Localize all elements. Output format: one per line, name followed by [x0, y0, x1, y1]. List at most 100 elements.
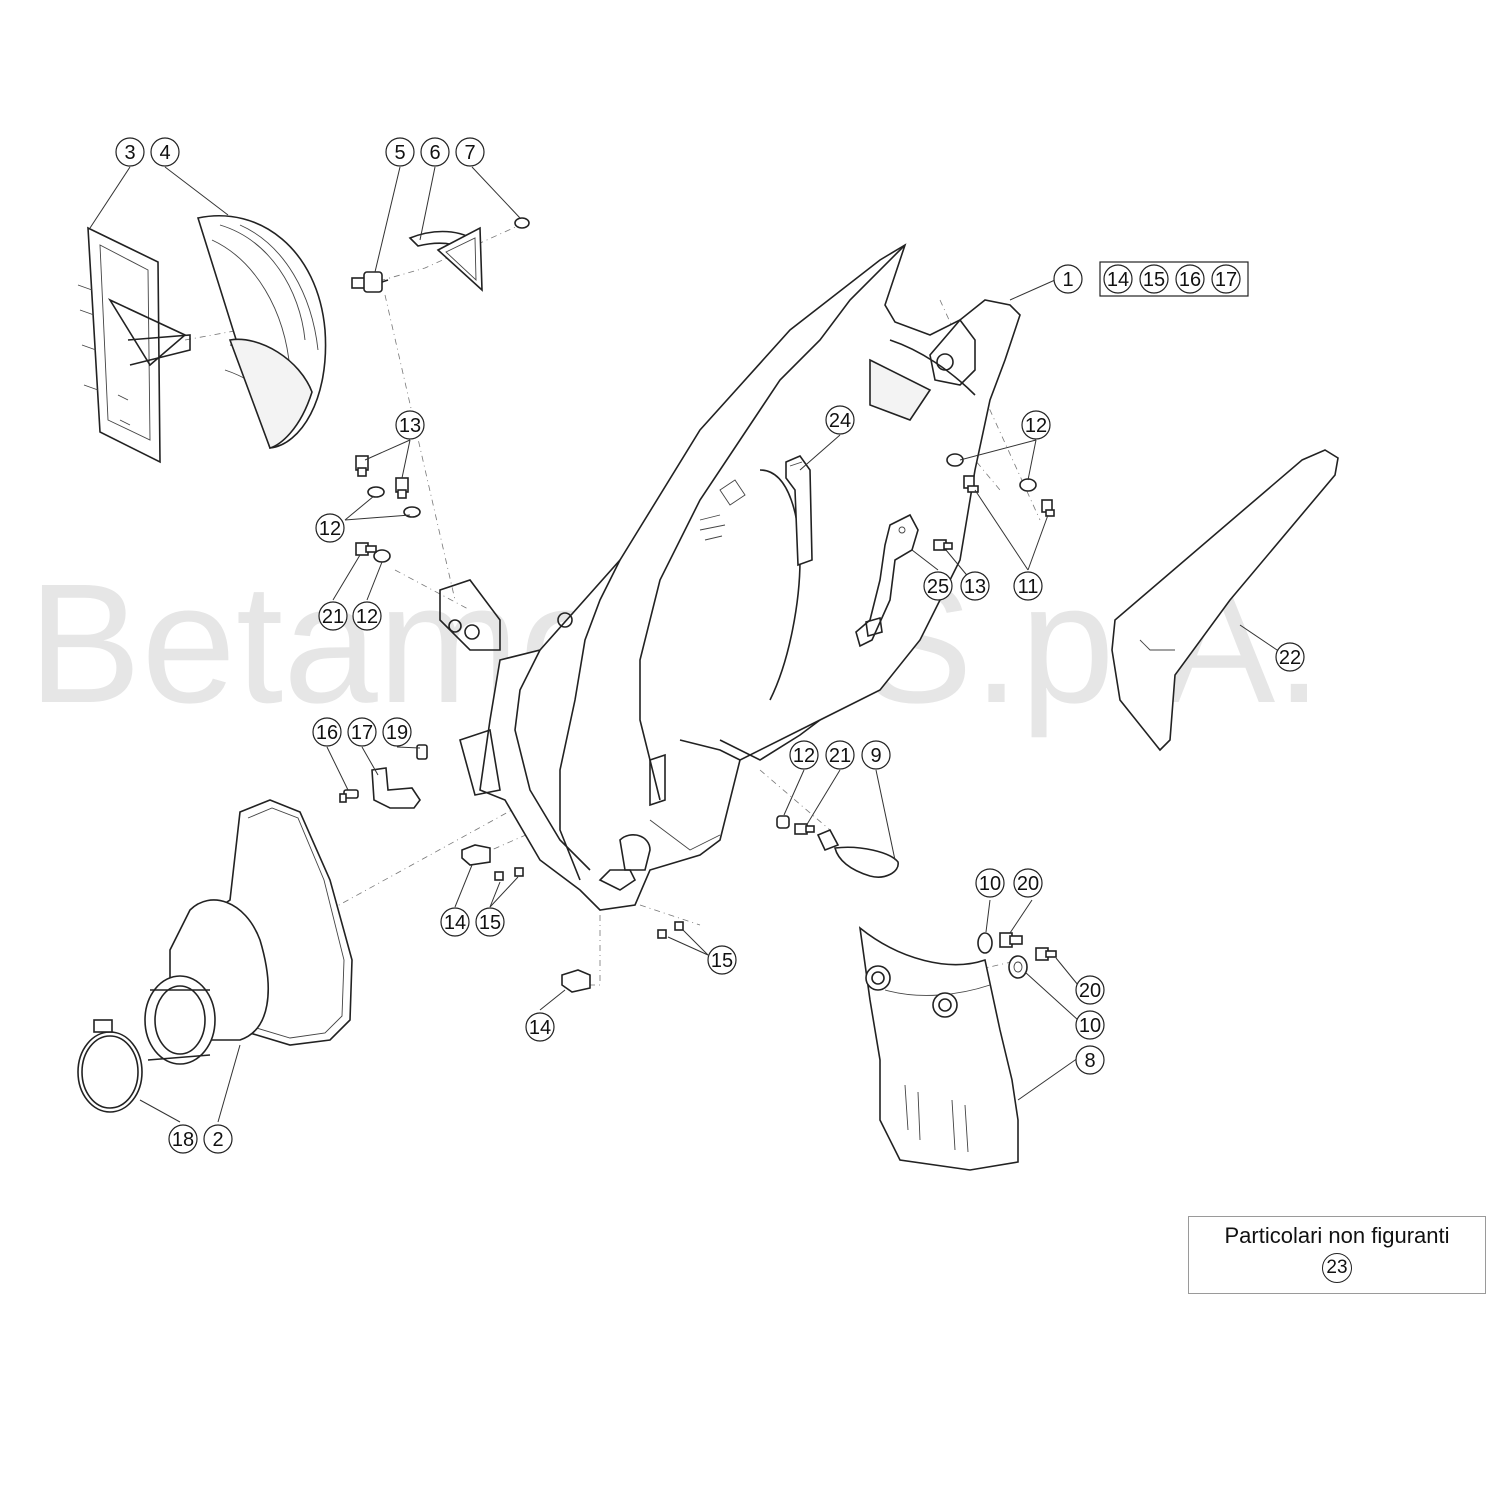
callouts: 3 4 5 6 7 1 14 15 16 17 13 12 21 12 24 1…: [115, 137, 1305, 1154]
intake-duct-part-2: [144, 799, 353, 1065]
grommet-part-10-b: [1008, 955, 1028, 979]
screw-part-21-lower: [794, 823, 815, 835]
parts-not-shown-label: Particolari non figuranti: [1224, 1223, 1450, 1248]
hose-clamp-part-18: [77, 1019, 143, 1113]
parts-not-shown-number: 23: [1322, 1253, 1352, 1283]
callout-22: 22: [1275, 642, 1305, 672]
screws-part-15b: [657, 921, 684, 939]
callout-6: 6: [420, 137, 450, 167]
callout-15-lower-b: 15: [707, 945, 737, 975]
grommet-part-19: [416, 744, 428, 760]
parts-not-shown-box: Particolari non figuranti 23: [1188, 1216, 1486, 1294]
screw-part-5: [351, 271, 389, 293]
callout-5-label: 5: [394, 142, 405, 164]
clip-part-14b: [561, 969, 591, 993]
clip-part-14a: [461, 844, 491, 866]
callout-13-upper-label: 13: [399, 415, 421, 437]
bracket-part-25: [855, 513, 919, 648]
washers-part-12-upper: [367, 486, 421, 563]
callout-20-b-label: 20: [1079, 980, 1101, 1002]
callout-22-label: 22: [1279, 647, 1301, 669]
callout-15-lower-a-label: 15: [479, 912, 501, 934]
clip-part-6: [408, 226, 483, 292]
callout-12-lower-label: 12: [793, 745, 815, 767]
callout-13-right-label: 13: [964, 576, 986, 598]
callout-10-b: 10: [1075, 1010, 1105, 1040]
screw-part-16: [339, 789, 359, 803]
screw-part-13-right: [933, 539, 953, 551]
lower-cover-part-8: [858, 926, 1019, 1171]
callout-17-label: 17: [351, 722, 373, 744]
airbox-body: [439, 243, 1021, 911]
nut-part-12-right-b: [1019, 478, 1037, 492]
callout-4: 4: [150, 137, 180, 167]
callout-7-label: 7: [464, 142, 475, 164]
callout-20-a: 20: [1013, 868, 1043, 898]
grommet-part-10-a: [977, 932, 993, 954]
callout-21-upper: 21: [318, 601, 348, 631]
callout-11: 11: [1013, 571, 1043, 601]
airbox-cover-plate: [77, 226, 191, 464]
callout-20-a-label: 20: [1017, 873, 1039, 895]
callout-12-upper-label: 12: [319, 518, 341, 540]
air-filter-element: [196, 215, 327, 449]
washer-part-7: [514, 217, 530, 229]
callout-9: 9: [861, 740, 891, 770]
callout-16: 16: [312, 717, 342, 747]
callout-15-lower-b-label: 15: [711, 950, 733, 972]
screws-part-15a: [494, 867, 524, 881]
callout-9-label: 9: [870, 745, 881, 767]
callout-21-lower: 21: [825, 740, 855, 770]
callout-12-upper: 12: [315, 513, 345, 543]
callout-1-label: 1: [1062, 269, 1073, 291]
callout-21-lower-label: 21: [829, 745, 851, 767]
leader-lines: [89, 166, 1281, 1123]
callout-21-upper-label: 21: [322, 606, 344, 628]
callout-3: 3: [115, 137, 145, 167]
screw-part-20-b: [1035, 947, 1057, 961]
callout-group-16-label: 16: [1179, 269, 1201, 291]
nut-part-12-lower: [776, 815, 790, 829]
callout-19: 19: [382, 717, 412, 747]
callout-18: 18: [168, 1124, 198, 1154]
callout-group-15: 15: [1139, 264, 1169, 294]
side-panel-part-22: [1111, 449, 1339, 752]
callout-14-lower-a-label: 14: [444, 912, 466, 934]
callout-12-lower: 12: [789, 740, 819, 770]
callout-12-upper-b-label: 12: [356, 606, 378, 628]
screw-part-20-a: [999, 932, 1023, 948]
screw-part-21-upper: [355, 542, 377, 556]
callout-14-lower-a: 14: [440, 907, 470, 937]
callout-8-label: 8: [1084, 1050, 1095, 1072]
callout-14-lower-b: 14: [525, 1012, 555, 1042]
screw-part-11-b: [1041, 499, 1055, 517]
callout-24: 24: [825, 405, 855, 435]
callout-20-b: 20: [1075, 975, 1105, 1005]
callout-group-15-label: 15: [1143, 269, 1165, 291]
callout-2: 2: [203, 1124, 233, 1154]
bracket-part-24: [785, 455, 813, 567]
callout-3-label: 3: [124, 142, 135, 164]
callout-13-upper: 13: [395, 410, 425, 440]
callout-24-label: 24: [829, 410, 851, 432]
callout-13-right: 13: [960, 571, 990, 601]
callout-10-a-label: 10: [979, 873, 1001, 895]
callout-25-label: 25: [927, 576, 949, 598]
callout-6-label: 6: [429, 142, 440, 164]
callout-10-b-label: 10: [1079, 1015, 1101, 1037]
callout-12-right: 12: [1021, 410, 1051, 440]
bracket-part-17: [371, 767, 421, 809]
callout-7: 7: [455, 137, 485, 167]
callout-group-box: [1099, 261, 1249, 297]
screw-part-11-a: [963, 475, 979, 493]
callout-17: 17: [347, 717, 377, 747]
callout-15-lower-a: 15: [475, 907, 505, 937]
nut-part-12-right-a: [946, 453, 964, 467]
callout-10-a: 10: [975, 868, 1005, 898]
callout-11-label: 11: [1018, 576, 1039, 598]
callout-group-17-label: 17: [1215, 269, 1237, 291]
callout-1: 1: [1053, 264, 1083, 294]
callout-group-14-label: 14: [1107, 269, 1129, 291]
callout-8: 8: [1075, 1045, 1105, 1075]
